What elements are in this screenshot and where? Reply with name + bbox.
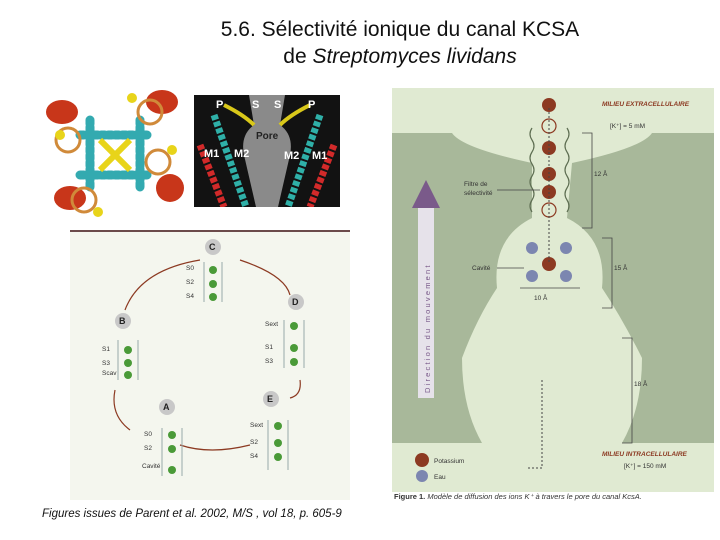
- diffusion-model: Direction du mouvement MILIEU EXTRACELLU…: [392, 88, 714, 492]
- d-site-3: S3: [265, 358, 273, 365]
- state-a: A: [163, 402, 170, 412]
- e-site-3: S4: [250, 453, 258, 460]
- pore-label-m2-left: M2: [234, 148, 249, 160]
- pore-label: Pore: [256, 131, 279, 142]
- pore-label-p-right: P: [308, 99, 315, 111]
- title-line-1: 5.6. Sélectivité ionique du canal KCSA: [220, 18, 580, 41]
- diffusion-figure-caption: Figure 1. Modèle de diffusion des ions K…: [394, 492, 642, 501]
- c-site-3: S4: [186, 293, 194, 300]
- dim-15: 15 Å: [614, 263, 628, 272]
- figure-number: Figure 1.: [394, 492, 426, 501]
- b-site-3: Scav: [102, 370, 117, 377]
- legend-potassium-dot: [415, 453, 429, 467]
- state-c: C: [209, 242, 216, 252]
- legend-potassium: Potassium: [434, 458, 464, 465]
- bottom-concentration: [K⁺] = 150 mM: [624, 463, 666, 470]
- pore-label-m1-right: M1: [312, 150, 327, 162]
- pore-label-m1-left: M1: [204, 148, 219, 160]
- dim-12: 12 Å: [594, 169, 608, 178]
- filter-label-1: Filtre de: [464, 181, 488, 188]
- legend-water: Eau: [434, 474, 446, 481]
- filter-label-2: sélectivité: [464, 190, 493, 197]
- c-site-2: S2: [186, 279, 194, 286]
- pore-label-p-left: P: [216, 99, 223, 111]
- tetramer-top-view: [40, 80, 190, 230]
- state-d: D: [292, 297, 299, 307]
- title-prefix: de: [283, 45, 313, 68]
- width-10: 10 Å: [534, 293, 548, 302]
- pore-cross-section: P S S P Pore M1 M2 M2 M1: [194, 95, 340, 207]
- figure-caption-text: Modèle de diffusion des ions K⁺ à traver…: [425, 492, 642, 501]
- title-line-2: de Streptomyces lividans: [110, 43, 690, 70]
- pore-label-m2-right: M2: [284, 150, 299, 162]
- legend-water-dot: [416, 470, 428, 482]
- b-site-1: S1: [102, 346, 110, 353]
- e-site-2: S2: [250, 439, 258, 446]
- a-site-3: Cavité: [142, 463, 161, 470]
- b-site-2: S3: [102, 360, 110, 367]
- c-site-1: S0: [186, 265, 194, 272]
- top-medium-label: MILIEU EXTRACELLULAIRE: [602, 101, 690, 108]
- conduction-cycle: C D B E A S0 S2 S4 Sext S1 S3 S1 S3 Scav…: [70, 230, 350, 500]
- state-b: B: [119, 316, 126, 326]
- title-species: Streptomyces lividans: [312, 45, 517, 68]
- pore-label-s-left: S: [252, 99, 259, 111]
- e-site-1: Sext: [250, 422, 263, 429]
- a-site-1: S0: [144, 431, 152, 438]
- direction-label: Direction du mouvement: [423, 263, 432, 393]
- dim-18: 18 Å: [634, 379, 648, 388]
- a-site-2: S2: [144, 445, 152, 452]
- bottom-medium-label: MILIEU INTRACELLULAIRE: [602, 451, 688, 458]
- state-e: E: [267, 394, 273, 404]
- cavity-label: Cavité: [472, 265, 491, 272]
- d-site-1: Sext: [265, 321, 278, 328]
- pore-label-s-right: S: [274, 99, 281, 111]
- top-concentration: [K⁺] = 5 mM: [610, 123, 645, 130]
- source-caption: Figures issues de Parent et al. 2002, M/…: [42, 508, 342, 520]
- slide-title: 5.6. Sélectivité ionique du canal KCSA d…: [110, 16, 690, 70]
- d-site-2: S1: [265, 344, 273, 351]
